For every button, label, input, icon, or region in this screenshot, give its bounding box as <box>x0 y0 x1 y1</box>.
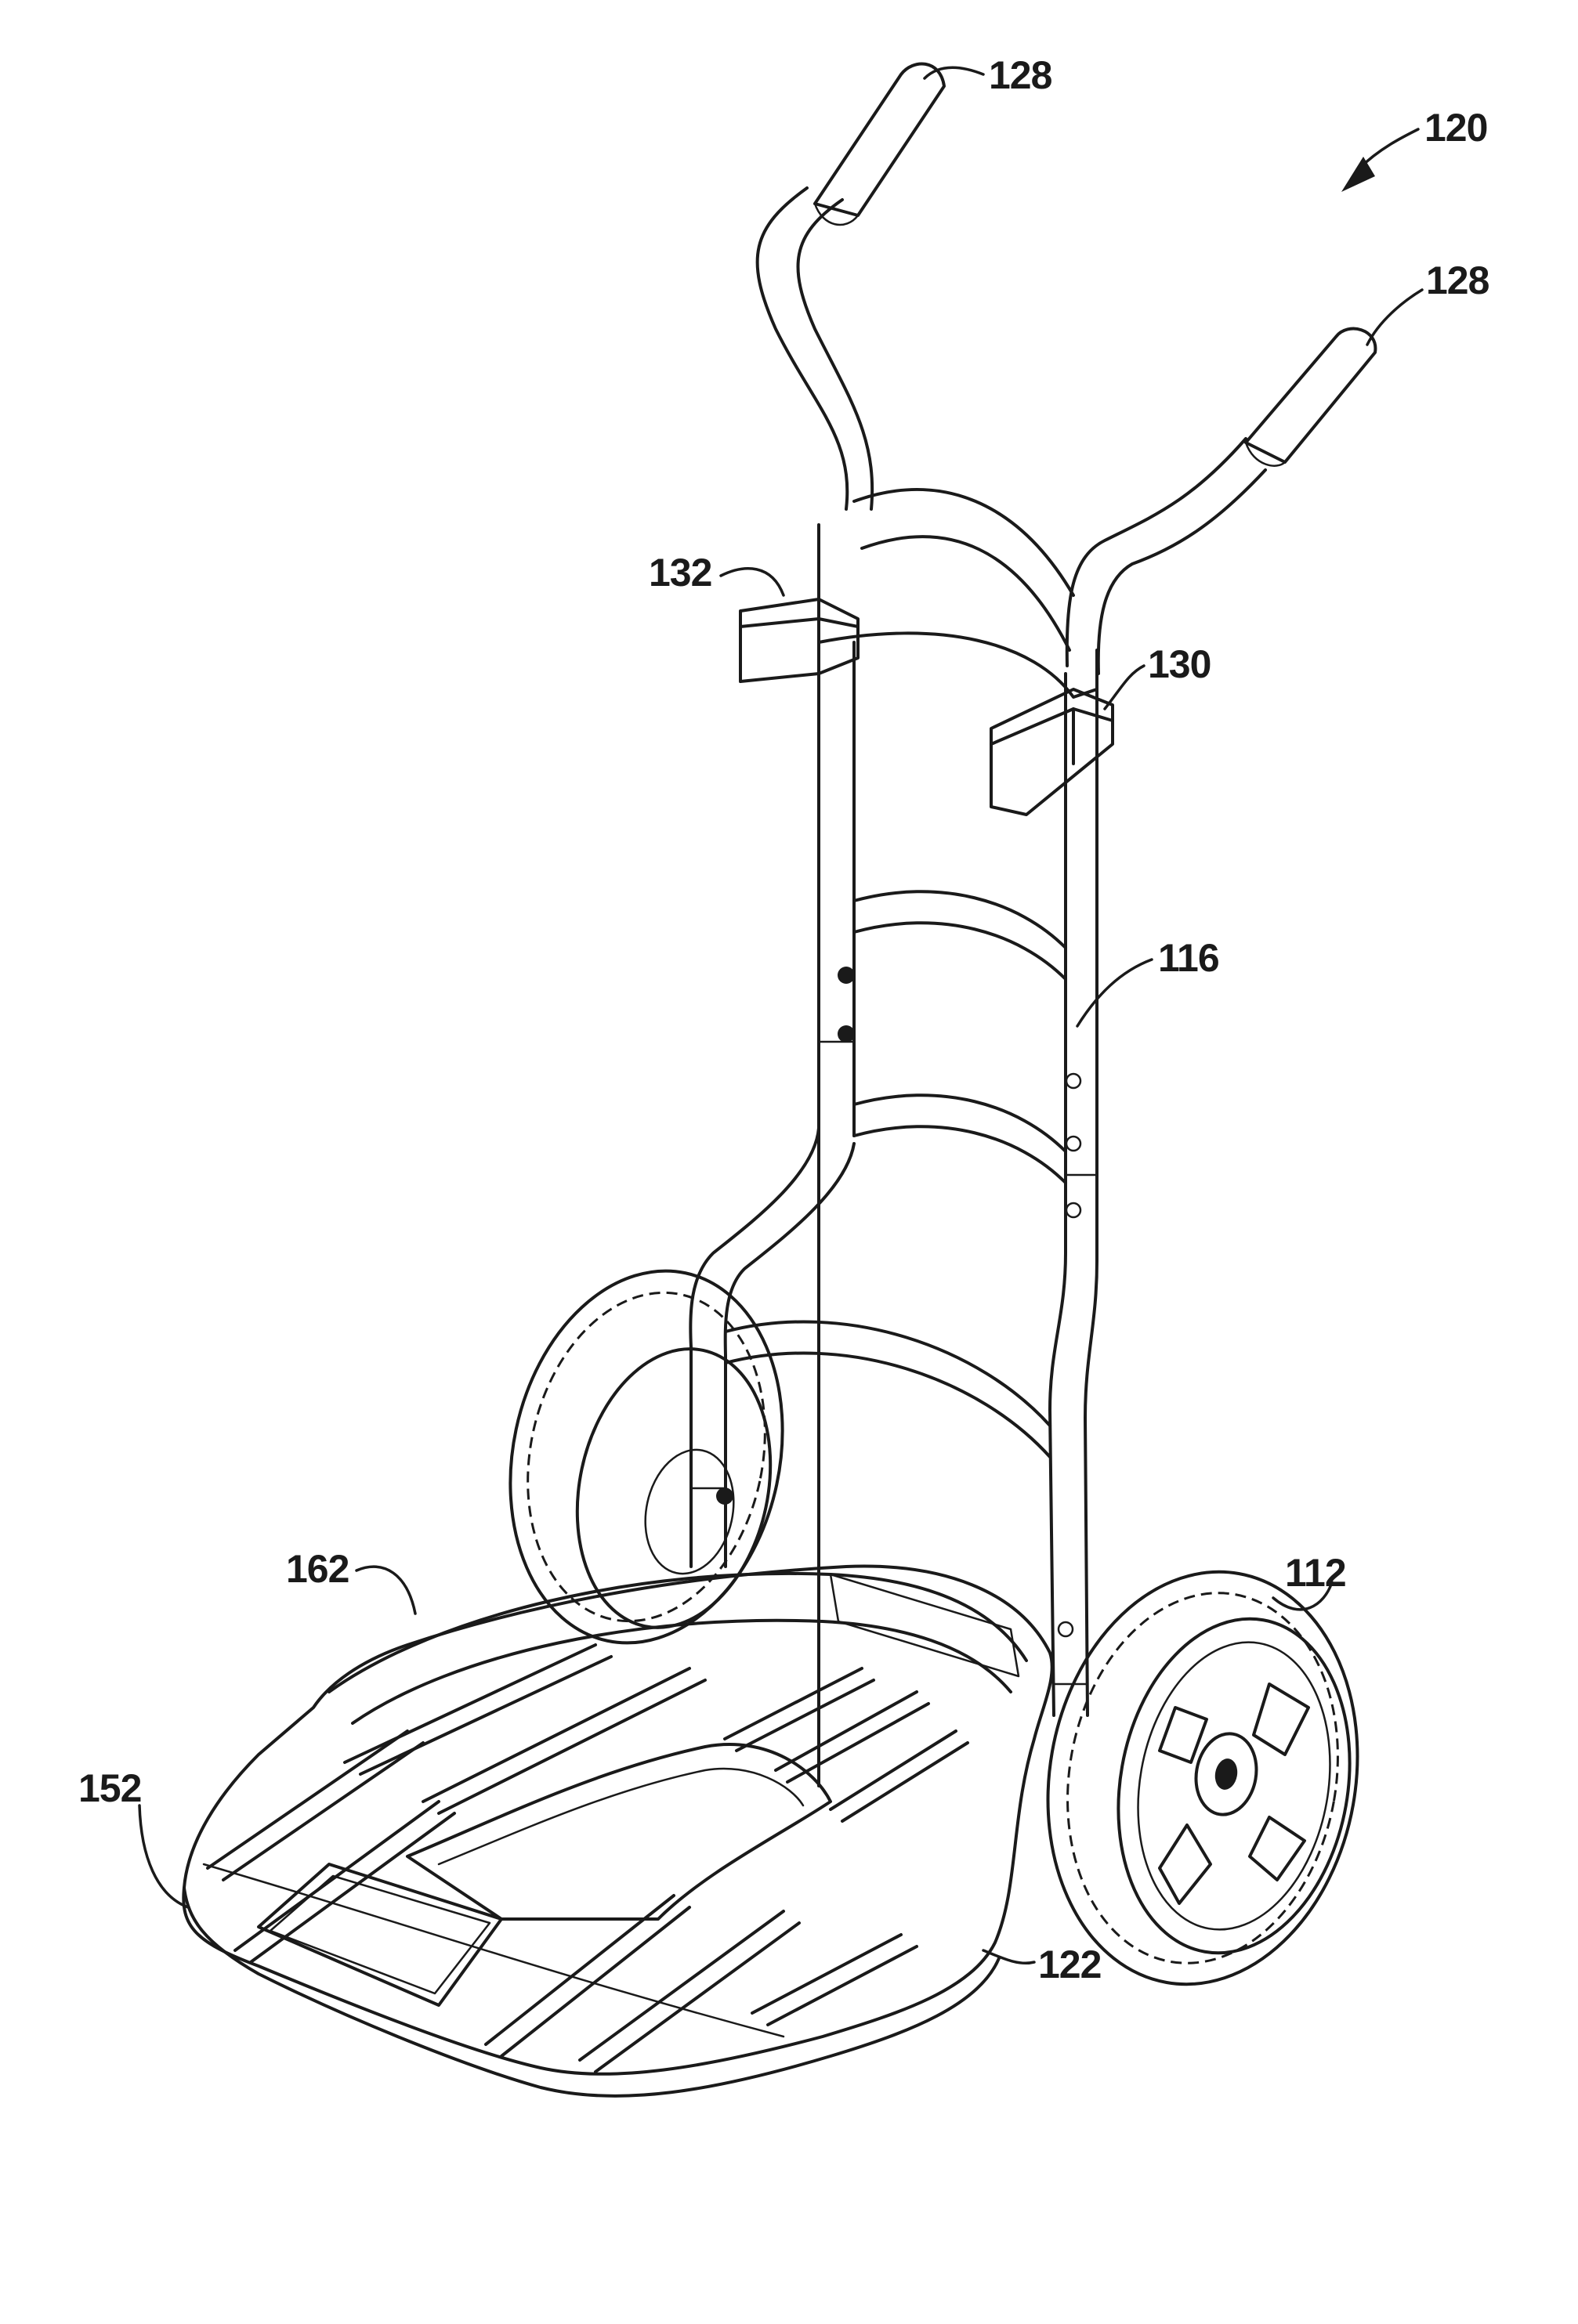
leader-122 <box>983 1950 1034 1963</box>
leader-162 <box>356 1567 415 1614</box>
ref-132: 132 <box>649 551 711 595</box>
hook-132 <box>740 599 858 681</box>
base-122 <box>183 1567 1051 2096</box>
leader-lines <box>139 67 1422 1963</box>
frame-116 <box>690 188 1265 1786</box>
leader-128-right <box>1367 290 1422 345</box>
ref-128-top: 128 <box>989 53 1052 97</box>
handle-grip-left <box>815 63 944 225</box>
ref-152: 152 <box>78 1766 141 1810</box>
ref-120: 120 <box>1424 106 1487 150</box>
leader-128-top <box>925 67 983 78</box>
wheel-112 <box>1016 1547 1389 2009</box>
ref-116: 116 <box>1158 936 1219 980</box>
leader-130 <box>1105 666 1144 709</box>
ref-128-right: 128 <box>1426 258 1489 302</box>
ref-162: 162 <box>286 1547 349 1591</box>
ref-130: 130 <box>1148 642 1211 686</box>
ref-122: 122 <box>1038 1943 1101 1986</box>
hook-130 <box>991 689 1113 815</box>
leader-152 <box>139 1805 188 1907</box>
leader-116 <box>1077 960 1152 1026</box>
arrow-120 <box>1341 157 1375 192</box>
ref-112: 112 <box>1285 1551 1346 1595</box>
leader-120 <box>1359 129 1418 168</box>
handle-grip-right <box>1246 329 1375 466</box>
leader-132 <box>721 569 784 595</box>
